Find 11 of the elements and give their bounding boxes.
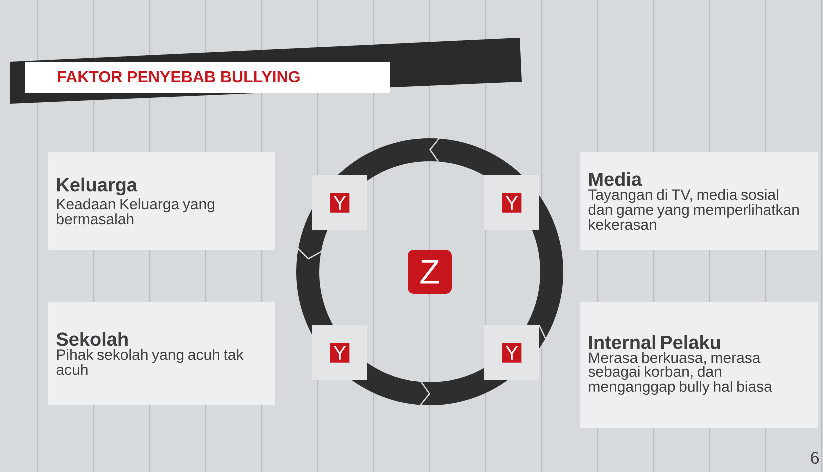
- letter-badge: Y: [312, 176, 368, 230]
- letter-badge: Y: [484, 176, 540, 230]
- text-card: Internal Pelaku Merasa berkuasa, merasa sebagai korban, dan menganggap bully hal biasa: [580, 302, 818, 428]
- page-number: 6: [811, 452, 820, 464]
- letter-badge: Y: [312, 326, 368, 380]
- title-banner: FAKTOR PENYEBAB BULLYING: [10, 38, 522, 104]
- text-card: Keluarga Keadaan Keluarga yang bermasalah: [48, 152, 276, 250]
- center-badge: Z: [408, 250, 452, 294]
- letter-badge: Y: [484, 326, 540, 380]
- text-card: Sekolah Pihak sekolah yang acuh tak acuh: [48, 302, 276, 406]
- text-card: Media Tayangan di TV, media sosial dan game yang memperlihatkan kekerasan: [580, 152, 818, 250]
